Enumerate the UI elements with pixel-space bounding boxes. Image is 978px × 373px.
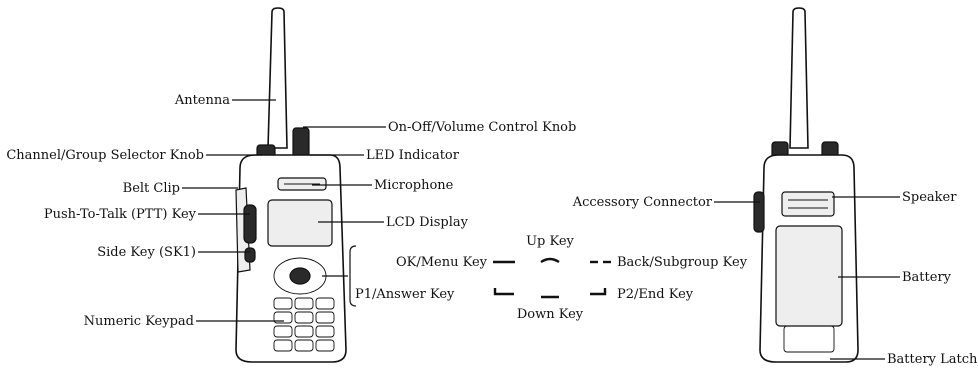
label-led-indicator: LED Indicator [366, 148, 460, 163]
keypad-grid [273, 297, 335, 352]
label-lcd-display: LCD Display [386, 215, 469, 230]
battery-panel [775, 225, 843, 327]
legend-back-subgroup-key: Back/Subgroup Key [617, 255, 748, 270]
legend-p2-end-key: P2/End Key [617, 287, 694, 302]
label-speaker: Speaker [902, 190, 957, 205]
sk1-shape [244, 247, 256, 263]
legend-ok-menu-key: OK/Menu Key [396, 255, 488, 270]
back-callouts: Accessory Connector Speaker Battery Batt… [572, 190, 978, 367]
label-channel-knob: Channel/Group Selector Knob [6, 148, 204, 163]
ptt-key-shape [243, 204, 257, 244]
label-microphone: Microphone [374, 178, 454, 193]
speaker-grille [781, 191, 835, 217]
label-belt-clip: Belt Clip [123, 181, 180, 196]
back-antenna [789, 7, 809, 149]
legend-down-key: Down Key [517, 307, 584, 322]
volume-knob [292, 127, 310, 159]
nav-center [289, 267, 311, 285]
up-key-symbol [540, 257, 560, 264]
label-side-key: Side Key (SK1) [97, 245, 196, 260]
front-radio-illustration [235, 7, 347, 363]
legend-up-key: Up Key [526, 234, 574, 249]
label-battery-latch: Battery Latch [887, 352, 978, 367]
p2-key-symbol [590, 288, 607, 296]
lcd-screen [267, 199, 333, 247]
accessory-connector-shape [753, 191, 765, 233]
label-ptt-key: Push-To-Talk (PTT) Key [44, 207, 197, 222]
label-antenna: Antenna [174, 93, 230, 108]
keypad-legend: Up Key OK/Menu Key Back/Subgroup Key P1/… [355, 234, 748, 322]
legend-p1-answer-key: P1/Answer Key [355, 287, 455, 302]
front-callouts: Antenna On-Off/Volume Control Knob Chann… [6, 93, 576, 329]
legend-bracket [349, 245, 357, 307]
label-battery: Battery [902, 270, 952, 285]
label-numeric-keypad: Numeric Keypad [84, 314, 194, 329]
battery-latch-shape [783, 325, 835, 353]
label-on-off-volume-knob: On-Off/Volume Control Knob [388, 120, 576, 135]
front-antenna [267, 7, 288, 149]
label-accessory-connector: Accessory Connector [572, 195, 713, 210]
back-radio-illustration [753, 7, 859, 363]
p1-key-symbol [493, 288, 514, 296]
